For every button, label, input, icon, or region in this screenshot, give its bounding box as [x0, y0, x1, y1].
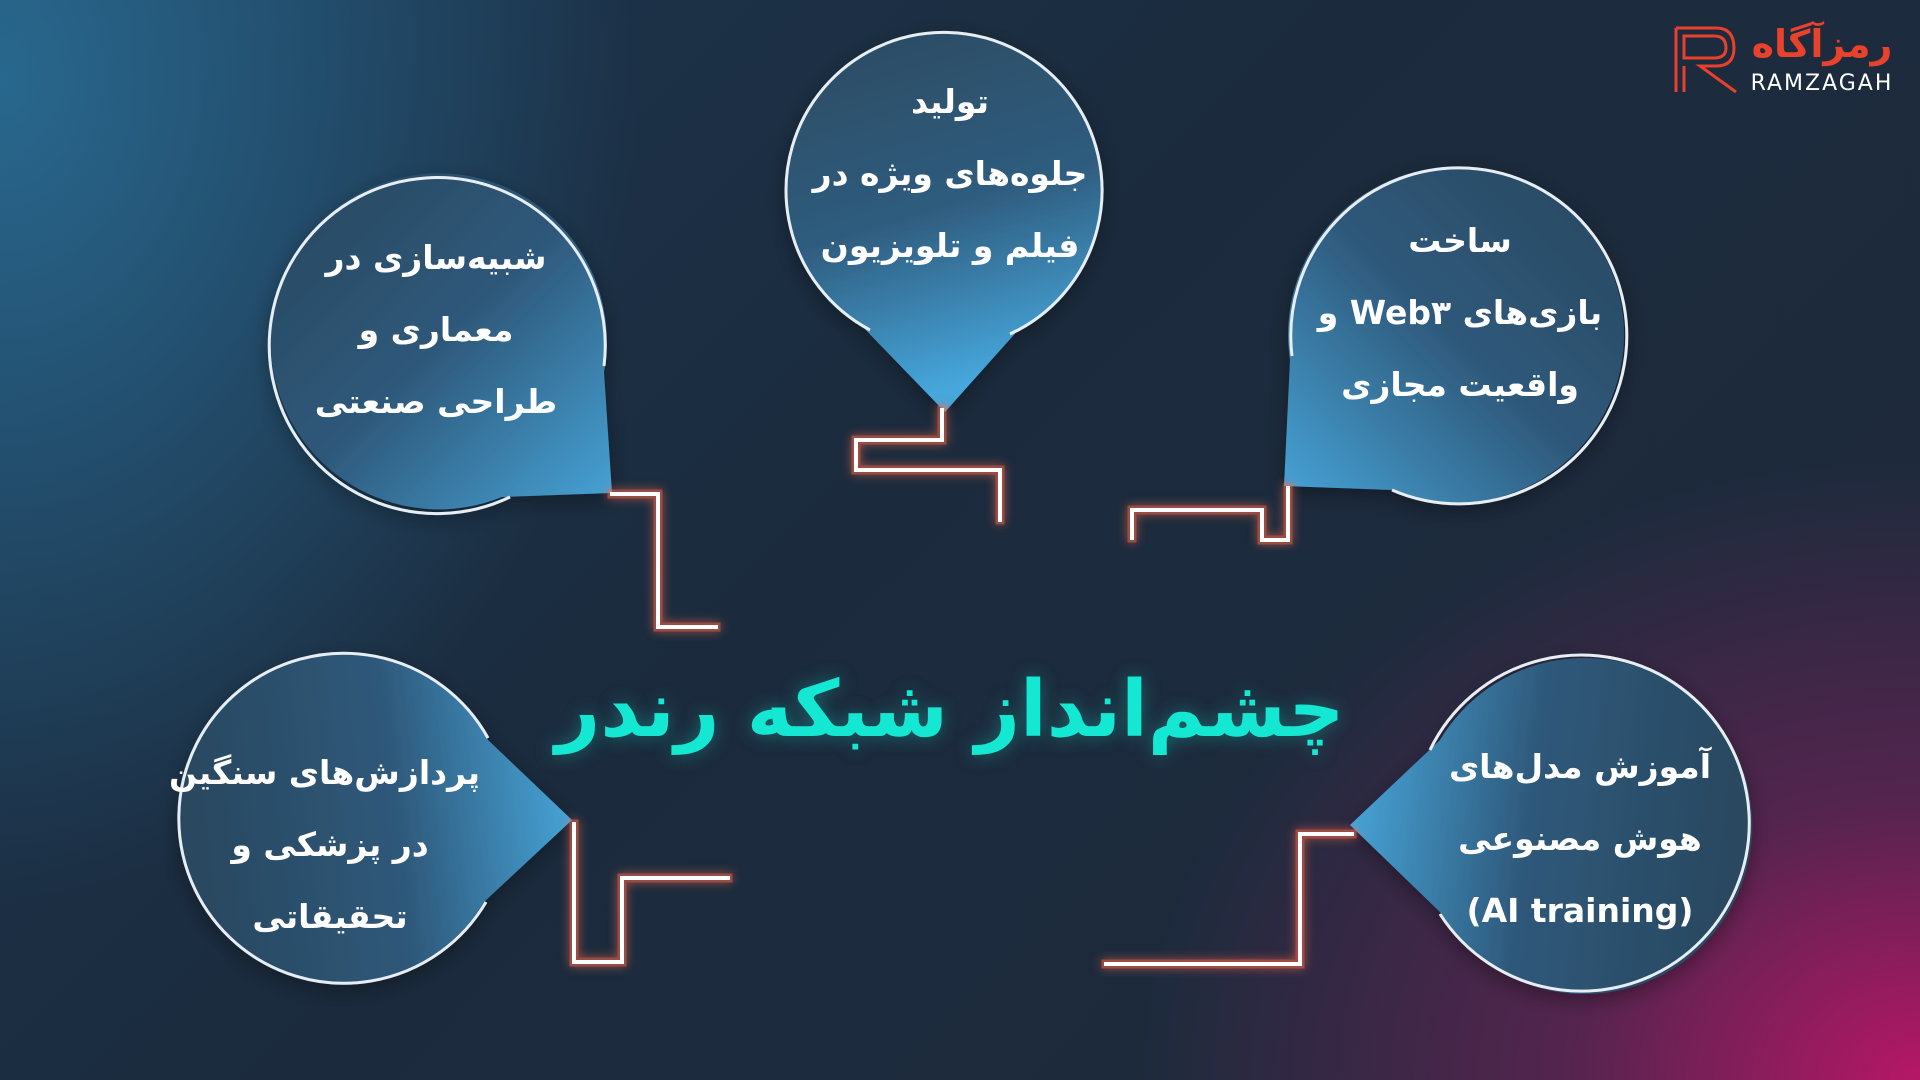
connector-medical-line	[572, 822, 730, 964]
node-medical-line-3: تحقیقاتی	[252, 897, 408, 936]
bubble-architecture	[267, 173, 612, 516]
connector-ai-line	[1104, 832, 1354, 966]
bubble-architecture-shape	[270, 173, 612, 510]
page-title: چشم‌انداز شبکه رندر	[555, 665, 1345, 755]
bubble-ai-shape	[1350, 658, 1753, 995]
logo-mark-icon	[1674, 26, 1737, 94]
bubble-games-outline	[1289, 166, 1629, 506]
bubble-medical-outline	[177, 651, 490, 985]
node-architecture-text: شبیه‌سازی در معماری و طراحی صنعتی	[296, 222, 576, 438]
node-games-line-2: بازی‌های Web۳ و	[1317, 293, 1603, 332]
node-medical-line-1: پردازش‌های سنگین	[169, 753, 480, 792]
node-ai-line-2: هوش مصنوعی	[1458, 819, 1702, 858]
node-games-line-1: ساخت	[1408, 221, 1512, 260]
node-ai-text: آموزش مدل‌های هوش مصنوعی (AI training)	[1430, 731, 1730, 947]
node-vfx-line-2: جلوه‌های ویژه در	[812, 154, 1088, 193]
logo-text-fa: رمزآگاه	[1751, 22, 1893, 66]
connector-architecture-line	[610, 492, 718, 629]
bubble-ai	[1350, 653, 1753, 995]
connector-games-line	[1130, 486, 1290, 542]
bubble-medical-shape	[177, 652, 573, 983]
connectors	[569, 405, 1357, 969]
node-architecture-line-1: شبیه‌سازی در	[325, 238, 547, 277]
node-ai-line-1: آموزش مدل‌های	[1448, 747, 1712, 786]
node-ai-line-3: (AI training)	[1466, 891, 1694, 930]
connector-vfx	[851, 405, 1005, 525]
connector-vfx-line	[854, 408, 1002, 522]
bubble-ai-outline	[1428, 653, 1751, 993]
connector-ai	[1101, 829, 1357, 969]
node-games-text: ساخت بازی‌های Web۳ و واقعیت مجازی	[1310, 205, 1610, 421]
logo: رمزآگاه RAMZAGAH	[1672, 20, 1902, 100]
node-architecture-line-3: طراحی صنعتی	[314, 382, 558, 421]
node-games-line-3: واقعیت مجازی	[1341, 365, 1579, 404]
bubble-games	[1284, 166, 1629, 506]
connector-architecture	[607, 489, 721, 632]
connector-games	[1127, 483, 1293, 545]
connector-medical	[569, 819, 733, 967]
node-vfx-line-3: فیلم و تلویزیون	[820, 226, 1080, 265]
bubble-vfx-shape	[786, 31, 1103, 413]
node-medical-text: پردازش‌های سنگین در پزشکی و تحقیقاتی	[169, 737, 480, 953]
bubble-architecture-outline	[267, 176, 607, 516]
node-medical-line-2: در پزشکی و	[231, 825, 429, 864]
node-vfx-line-1: تولید	[910, 82, 989, 121]
bubble-vfx	[784, 30, 1104, 413]
node-vfx-text: تولید جلوه‌های ویژه در فیلم و تلویزیون	[800, 66, 1100, 282]
logo-text-en: RAMZAGAH	[1750, 71, 1894, 96]
bubble-games-shape	[1284, 166, 1625, 503]
bubble-vfx-outline	[784, 30, 1104, 336]
bubble-medical	[177, 651, 573, 985]
node-architecture-line-2: معماری و	[358, 310, 514, 349]
